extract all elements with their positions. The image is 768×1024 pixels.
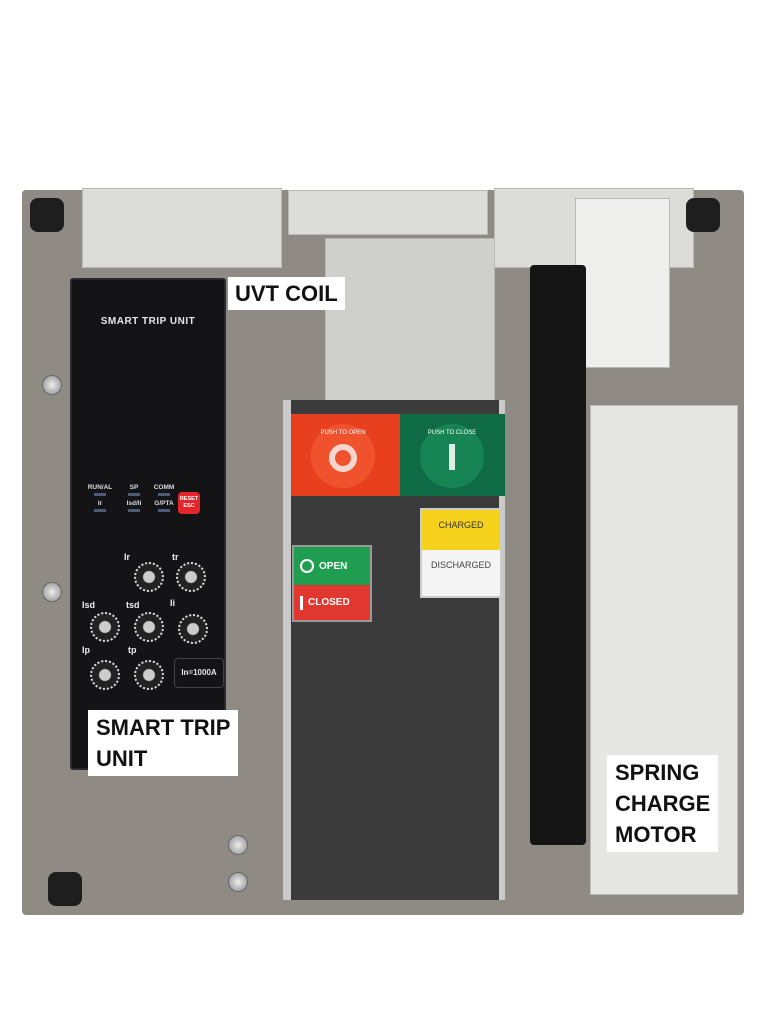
push-to-open-label: PUSH TO OPEN bbox=[320, 430, 366, 436]
open-closed-indicator: OPEN CLOSED bbox=[292, 545, 372, 622]
dial-label-ii: Ii bbox=[170, 598, 176, 608]
dial-ii[interactable] bbox=[178, 614, 208, 644]
open-button-cap[interactable]: PUSH TO OPEN bbox=[311, 424, 375, 488]
dial-tsd[interactable] bbox=[134, 612, 164, 642]
closed-label: CLOSED bbox=[308, 597, 350, 608]
led-run-al: RUN/AL bbox=[80, 484, 120, 496]
callout-line: MOTOR bbox=[615, 822, 697, 847]
esc-label: ESC bbox=[183, 503, 195, 509]
dial-isd[interactable] bbox=[90, 612, 120, 642]
reset-label: RESET bbox=[179, 496, 199, 502]
screw-icon bbox=[228, 835, 248, 855]
top-housing-center bbox=[288, 190, 488, 235]
screw-icon bbox=[228, 872, 248, 892]
top-housing-left bbox=[82, 188, 282, 268]
open-symbol-icon bbox=[329, 444, 357, 472]
close-symbol-icon bbox=[449, 444, 455, 470]
led-isd-ii: Isd/Ii bbox=[114, 500, 154, 512]
push-to-close-label: PUSH TO CLOSE bbox=[427, 430, 477, 436]
callout-spring-charge-motor: SPRING CHARGE MOTOR bbox=[607, 755, 719, 852]
dial-ip[interactable] bbox=[90, 660, 120, 690]
callout-line: CHARGE bbox=[615, 791, 711, 816]
led-g-pta: G/PTA bbox=[144, 500, 184, 512]
current-rating: In=1000A bbox=[174, 658, 224, 688]
uvt-coil-block bbox=[325, 238, 495, 403]
callout-line: SMART TRIP bbox=[96, 715, 231, 740]
charging-handle[interactable] bbox=[530, 265, 586, 845]
closed-bar-icon bbox=[300, 595, 303, 610]
callout-line: UNIT bbox=[96, 746, 148, 771]
dial-tr[interactable] bbox=[176, 562, 206, 592]
dial-label-tr: tr bbox=[172, 552, 179, 562]
callout-uvt-coil: UVT COIL bbox=[228, 277, 345, 310]
dial-label-ir: Ir bbox=[124, 552, 131, 562]
trip-unit-title: SMART TRIP UNIT bbox=[100, 316, 196, 327]
screw-icon bbox=[42, 375, 62, 395]
screw-icon bbox=[42, 582, 62, 602]
led-sp: SP bbox=[114, 484, 154, 496]
discharged-label: DISCHARGED bbox=[430, 560, 491, 570]
dial-label-ip: Ip bbox=[82, 645, 90, 655]
push-to-close-button[interactable]: PUSH TO CLOSE bbox=[400, 414, 505, 496]
open-circle-icon bbox=[300, 559, 314, 573]
hex-nut-icon bbox=[686, 198, 720, 232]
spring-charge-indicator: CHARGED DISCHARGED bbox=[420, 508, 502, 598]
smart-trip-unit: SMART TRIP UNIT RUN/AL SP COMM Ir Isd/Ii… bbox=[70, 278, 226, 770]
hex-nut-icon bbox=[48, 872, 82, 906]
dial-label-isd: Isd bbox=[82, 600, 96, 610]
dial-tp[interactable] bbox=[134, 660, 164, 690]
dial-label-tp: tp bbox=[128, 645, 137, 655]
terminal-block bbox=[575, 198, 670, 368]
hex-nut-icon bbox=[30, 198, 64, 232]
close-button-cap[interactable]: PUSH TO CLOSE bbox=[420, 424, 484, 488]
dial-label-tsd: tsd bbox=[126, 600, 140, 610]
callout-line: SPRING bbox=[615, 760, 700, 785]
dial-ir[interactable] bbox=[134, 562, 164, 592]
push-to-open-button[interactable]: PUSH TO OPEN bbox=[291, 414, 401, 496]
callout-smart-trip-unit: SMART TRIP UNIT bbox=[88, 710, 239, 776]
led-comm: COMM bbox=[144, 484, 184, 496]
led-ir: Ir bbox=[80, 500, 120, 512]
open-label: OPEN bbox=[319, 560, 348, 572]
charged-label: CHARGED bbox=[422, 510, 500, 550]
